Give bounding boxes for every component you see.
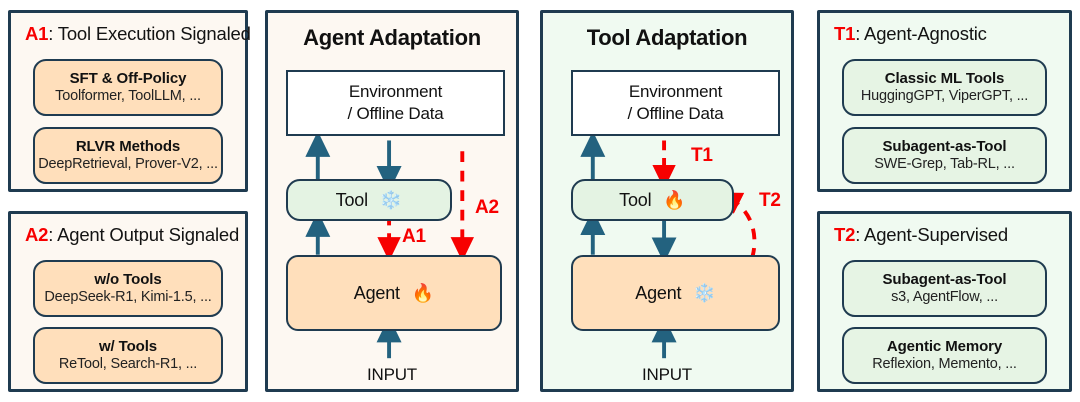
panel-a2-tag: A2	[25, 224, 49, 245]
tool-label: Tool	[335, 189, 368, 210]
panel-a2-heading: A2: Agent Output Signaled	[25, 224, 239, 246]
agent-box-tool-adaptation: Agent ❄️	[571, 255, 780, 331]
card-title: w/ Tools	[98, 338, 158, 356]
agent-label: Agent	[635, 282, 682, 303]
snowflake-frozen-icon: ❄️	[379, 190, 403, 210]
edge-label-t2: T2	[759, 190, 781, 211]
card-subagent-as-tool-t2[interactable]: Subagent-as-Tool s3, AgentFlow, ...	[842, 260, 1047, 317]
panel-t1-tag: T1	[834, 23, 856, 44]
panel-a2-title: : Agent Output Signaled	[48, 224, 240, 245]
card-title: Classic ML Tools	[884, 70, 1005, 88]
agent-adaptation-title: Agent Adaptation	[303, 25, 481, 50]
environment-line-1: Environment	[628, 82, 723, 102]
card-sft-off-policy[interactable]: SFT & Off-Policy Toolformer, ToolLLM, ..…	[33, 59, 223, 116]
card-classic-ml-tools[interactable]: Classic ML Tools HuggingGPT, ViperGPT, .…	[842, 59, 1047, 116]
environment-box-agent: Environment / Offline Data	[286, 70, 505, 136]
environment-line-2: / Offline Data	[627, 104, 724, 123]
card-subtitle: s3, AgentFlow, ...	[891, 289, 998, 306]
panel-a1-title: : Tool Execution Signaled	[48, 23, 251, 44]
panel-a2: A2: Agent Output Signaled w/o Tools Deep…	[8, 211, 248, 392]
input-label-tool: INPUT	[641, 365, 692, 384]
agent-box-agent-adaptation: Agent 🔥	[286, 255, 502, 331]
environment-line-1: Environment	[348, 82, 443, 102]
edge-label-t1: T1	[691, 145, 713, 166]
panel-agent-adaptation: Agent Adaptation Envi	[265, 10, 519, 392]
panel-t1: T1: Agent-Agnostic Classic ML Tools Hugg…	[817, 10, 1072, 192]
card-title: Subagent-as-Tool	[882, 138, 1007, 156]
card-rlvr-methods[interactable]: RLVR Methods DeepRetrieval, Prover-V2, .…	[33, 127, 223, 184]
panel-t2-tag: T2	[834, 224, 856, 245]
agent-label: Agent	[353, 282, 400, 303]
tool-adaptation-title: Tool Adaptation	[586, 25, 748, 50]
card-subtitle: DeepSeek-R1, Kimi-1.5, ...	[44, 289, 212, 306]
tool-box-agent-adaptation: Tool ❄️	[286, 179, 452, 221]
panel-t2-title: : Agent-Supervised	[855, 224, 1008, 245]
environment-line-2: / Offline Data	[347, 104, 444, 123]
flame-trainable-icon: 🔥	[411, 283, 435, 303]
card-agentic-memory[interactable]: Agentic Memory Reflexion, Memento, ...	[842, 327, 1047, 384]
panel-a1-heading: A1: Tool Execution Signaled	[25, 23, 251, 45]
panel-a1-tag: A1	[25, 23, 49, 44]
edge-label-a2: A2	[475, 197, 499, 218]
edge-label-a1: A1	[402, 226, 426, 247]
panel-a1: A1: Tool Execution Signaled SFT & Off-Po…	[8, 10, 251, 192]
panel-tool-adaptation: Tool Adaptation Envir	[540, 10, 794, 392]
card-w-tools[interactable]: w/ Tools ReTool, Search-R1, ...	[33, 327, 223, 384]
card-subtitle: SWE-Grep, Tab-RL, ...	[874, 156, 1015, 173]
card-wo-tools[interactable]: w/o Tools DeepSeek-R1, Kimi-1.5, ...	[33, 260, 223, 317]
snowflake-frozen-icon: ❄️	[693, 283, 716, 303]
panel-t1-title: : Agent-Agnostic	[855, 23, 987, 44]
card-title: RLVR Methods	[75, 138, 181, 156]
card-title: w/o Tools	[94, 271, 162, 289]
card-subtitle: HuggingGPT, ViperGPT, ...	[860, 88, 1029, 105]
card-subtitle: ReTool, Search-R1, ...	[58, 356, 198, 373]
input-label-agent: INPUT	[366, 365, 417, 384]
flame-trainable-icon: 🔥	[663, 190, 686, 210]
tool-box-tool-adaptation: Tool 🔥	[571, 179, 734, 221]
card-title: SFT & Off-Policy	[69, 70, 187, 88]
card-title: Subagent-as-Tool	[882, 271, 1007, 289]
panel-t2: T2: Agent-Supervised Subagent-as-Tool s3…	[817, 211, 1072, 392]
tool-label: Tool	[619, 189, 652, 210]
card-subtitle: Reflexion, Memento, ...	[872, 356, 1017, 373]
panel-t1-heading: T1: Agent-Agnostic	[834, 23, 987, 45]
card-subtitle: Toolformer, ToolLLM, ...	[55, 88, 201, 105]
card-title: Agentic Memory	[886, 338, 1003, 356]
card-subtitle: DeepRetrieval, Prover-V2, ...	[38, 156, 218, 173]
panel-t2-heading: T2: Agent-Supervised	[834, 224, 1008, 246]
environment-box-tool: Environment / Offline Data	[571, 70, 780, 136]
card-subagent-as-tool-t1[interactable]: Subagent-as-Tool SWE-Grep, Tab-RL, ...	[842, 127, 1047, 184]
